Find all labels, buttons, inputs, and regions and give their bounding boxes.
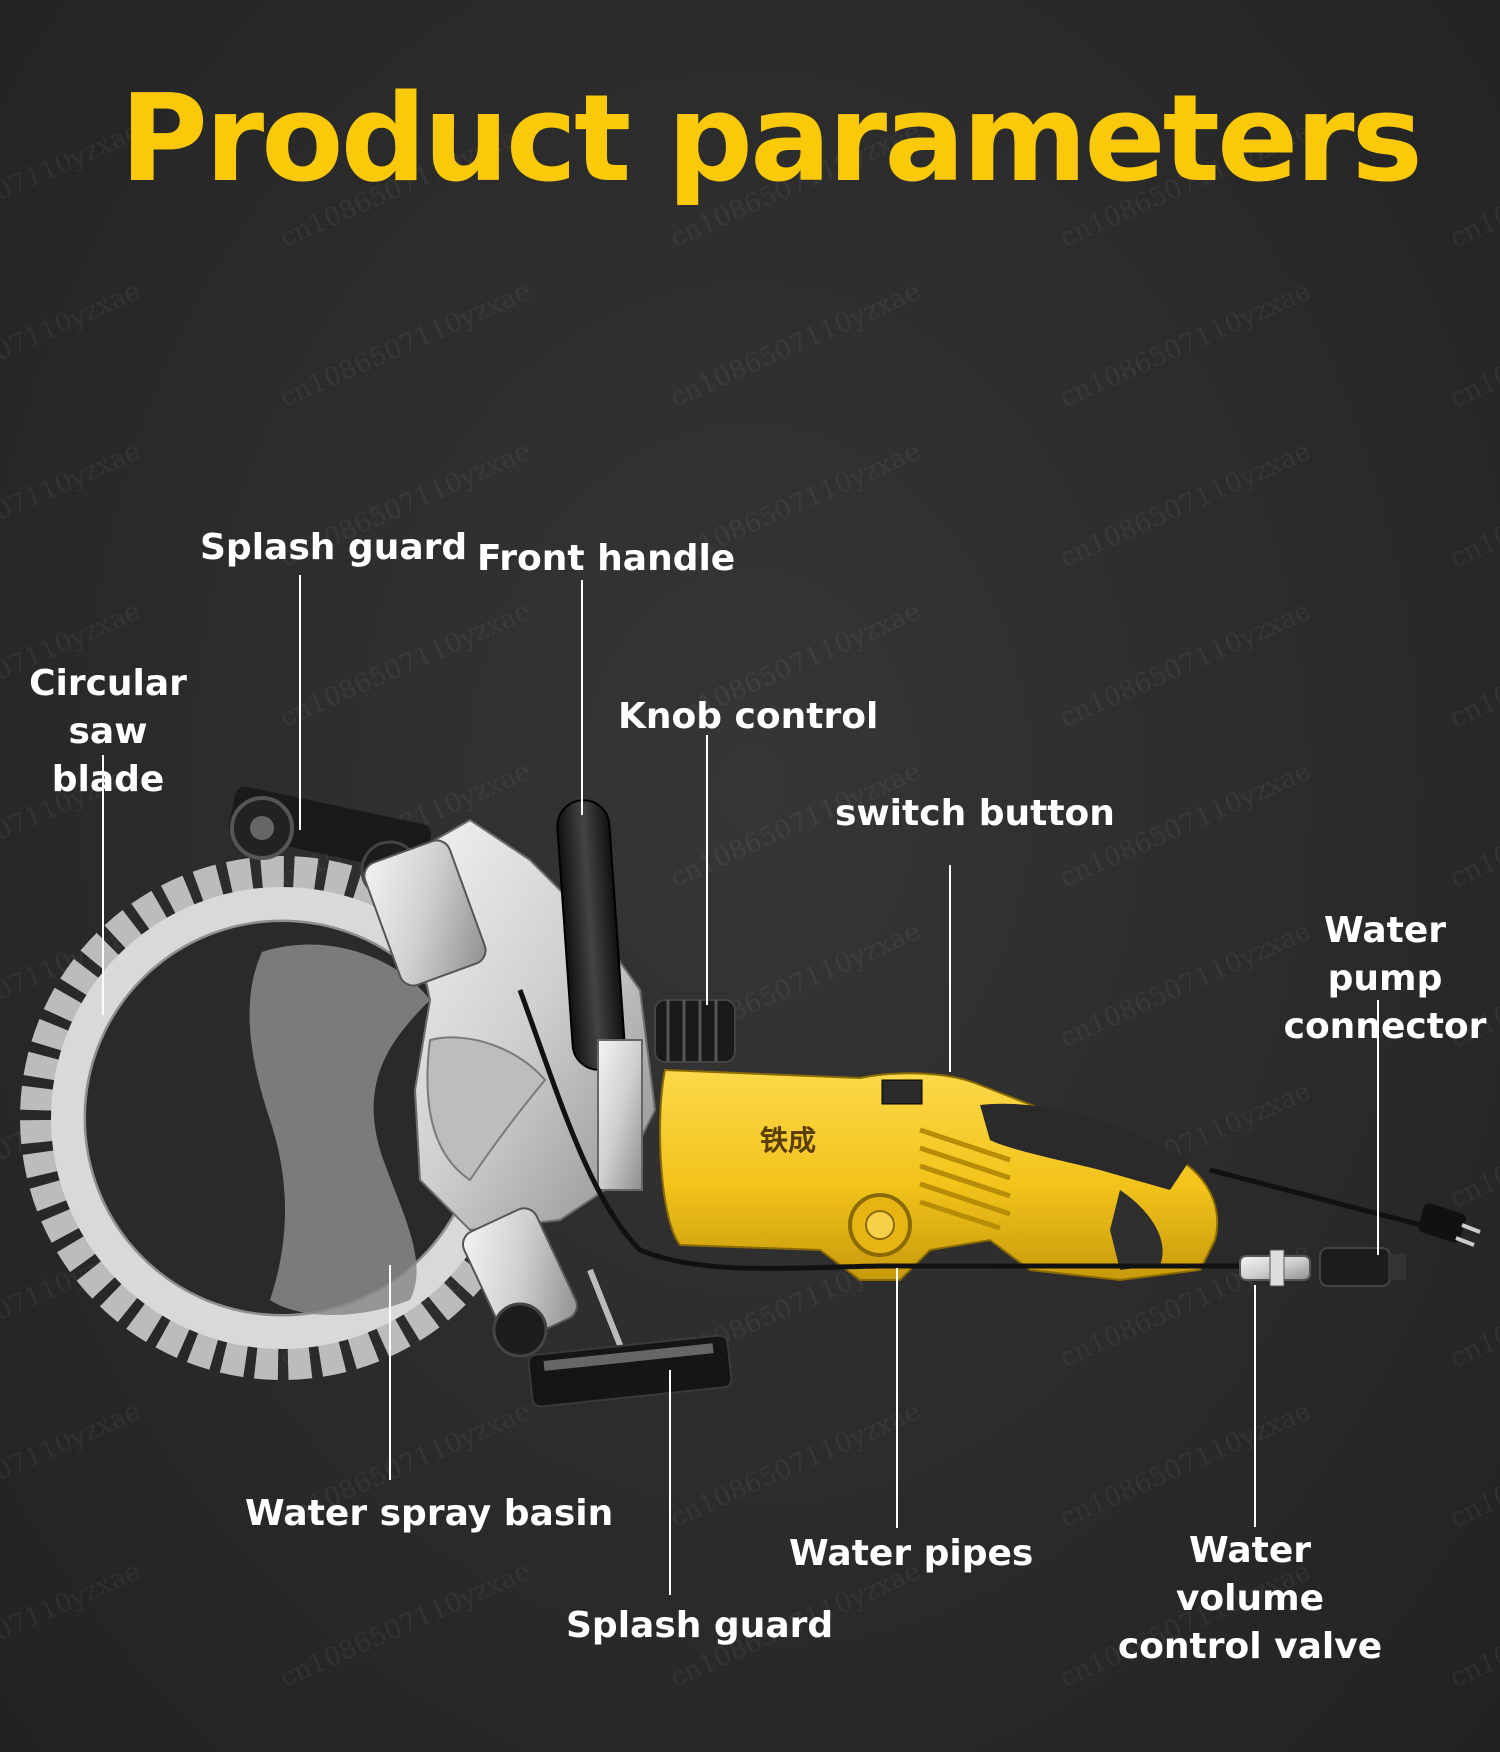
water-valve-part [1239, 1249, 1311, 1287]
power-plug-part [1418, 1203, 1481, 1247]
knob-control-part [654, 999, 736, 1063]
label-splash-guard-top: Splash guard [200, 527, 468, 568]
water-pump-connector-part [1319, 1247, 1406, 1287]
water-spray-basin-shape [249, 944, 430, 1315]
label-water-spray-basin: Water spray basin [245, 1493, 614, 1534]
label-front-handle: Front handle [477, 538, 736, 579]
front-handle-part [556, 799, 643, 1191]
leader-lines [102, 575, 1379, 1595]
label-water-pipes: Water pipes [789, 1533, 1034, 1574]
label-circular-saw-blade: Circular saw blade [29, 663, 187, 800]
splash-guard-top-part [228, 786, 487, 987]
brand-mark: 铁成 [760, 1124, 816, 1157]
motor-body: 铁成 [659, 1068, 1219, 1282]
page-title: Product parameters [120, 70, 1423, 209]
water-pipe-line [517, 989, 1240, 1271]
splash-guard-bottom-part [461, 1207, 733, 1408]
label-water-pump-connector: Water pump connector [1283, 910, 1487, 1047]
label-water-volume-control-valve: Water volume control valve [1117, 1530, 1383, 1667]
label-switch-button: switch button [835, 793, 1115, 834]
label-splash-guard-bottom: Splash guard [566, 1605, 834, 1646]
label-knob-control: Knob control [618, 696, 879, 737]
